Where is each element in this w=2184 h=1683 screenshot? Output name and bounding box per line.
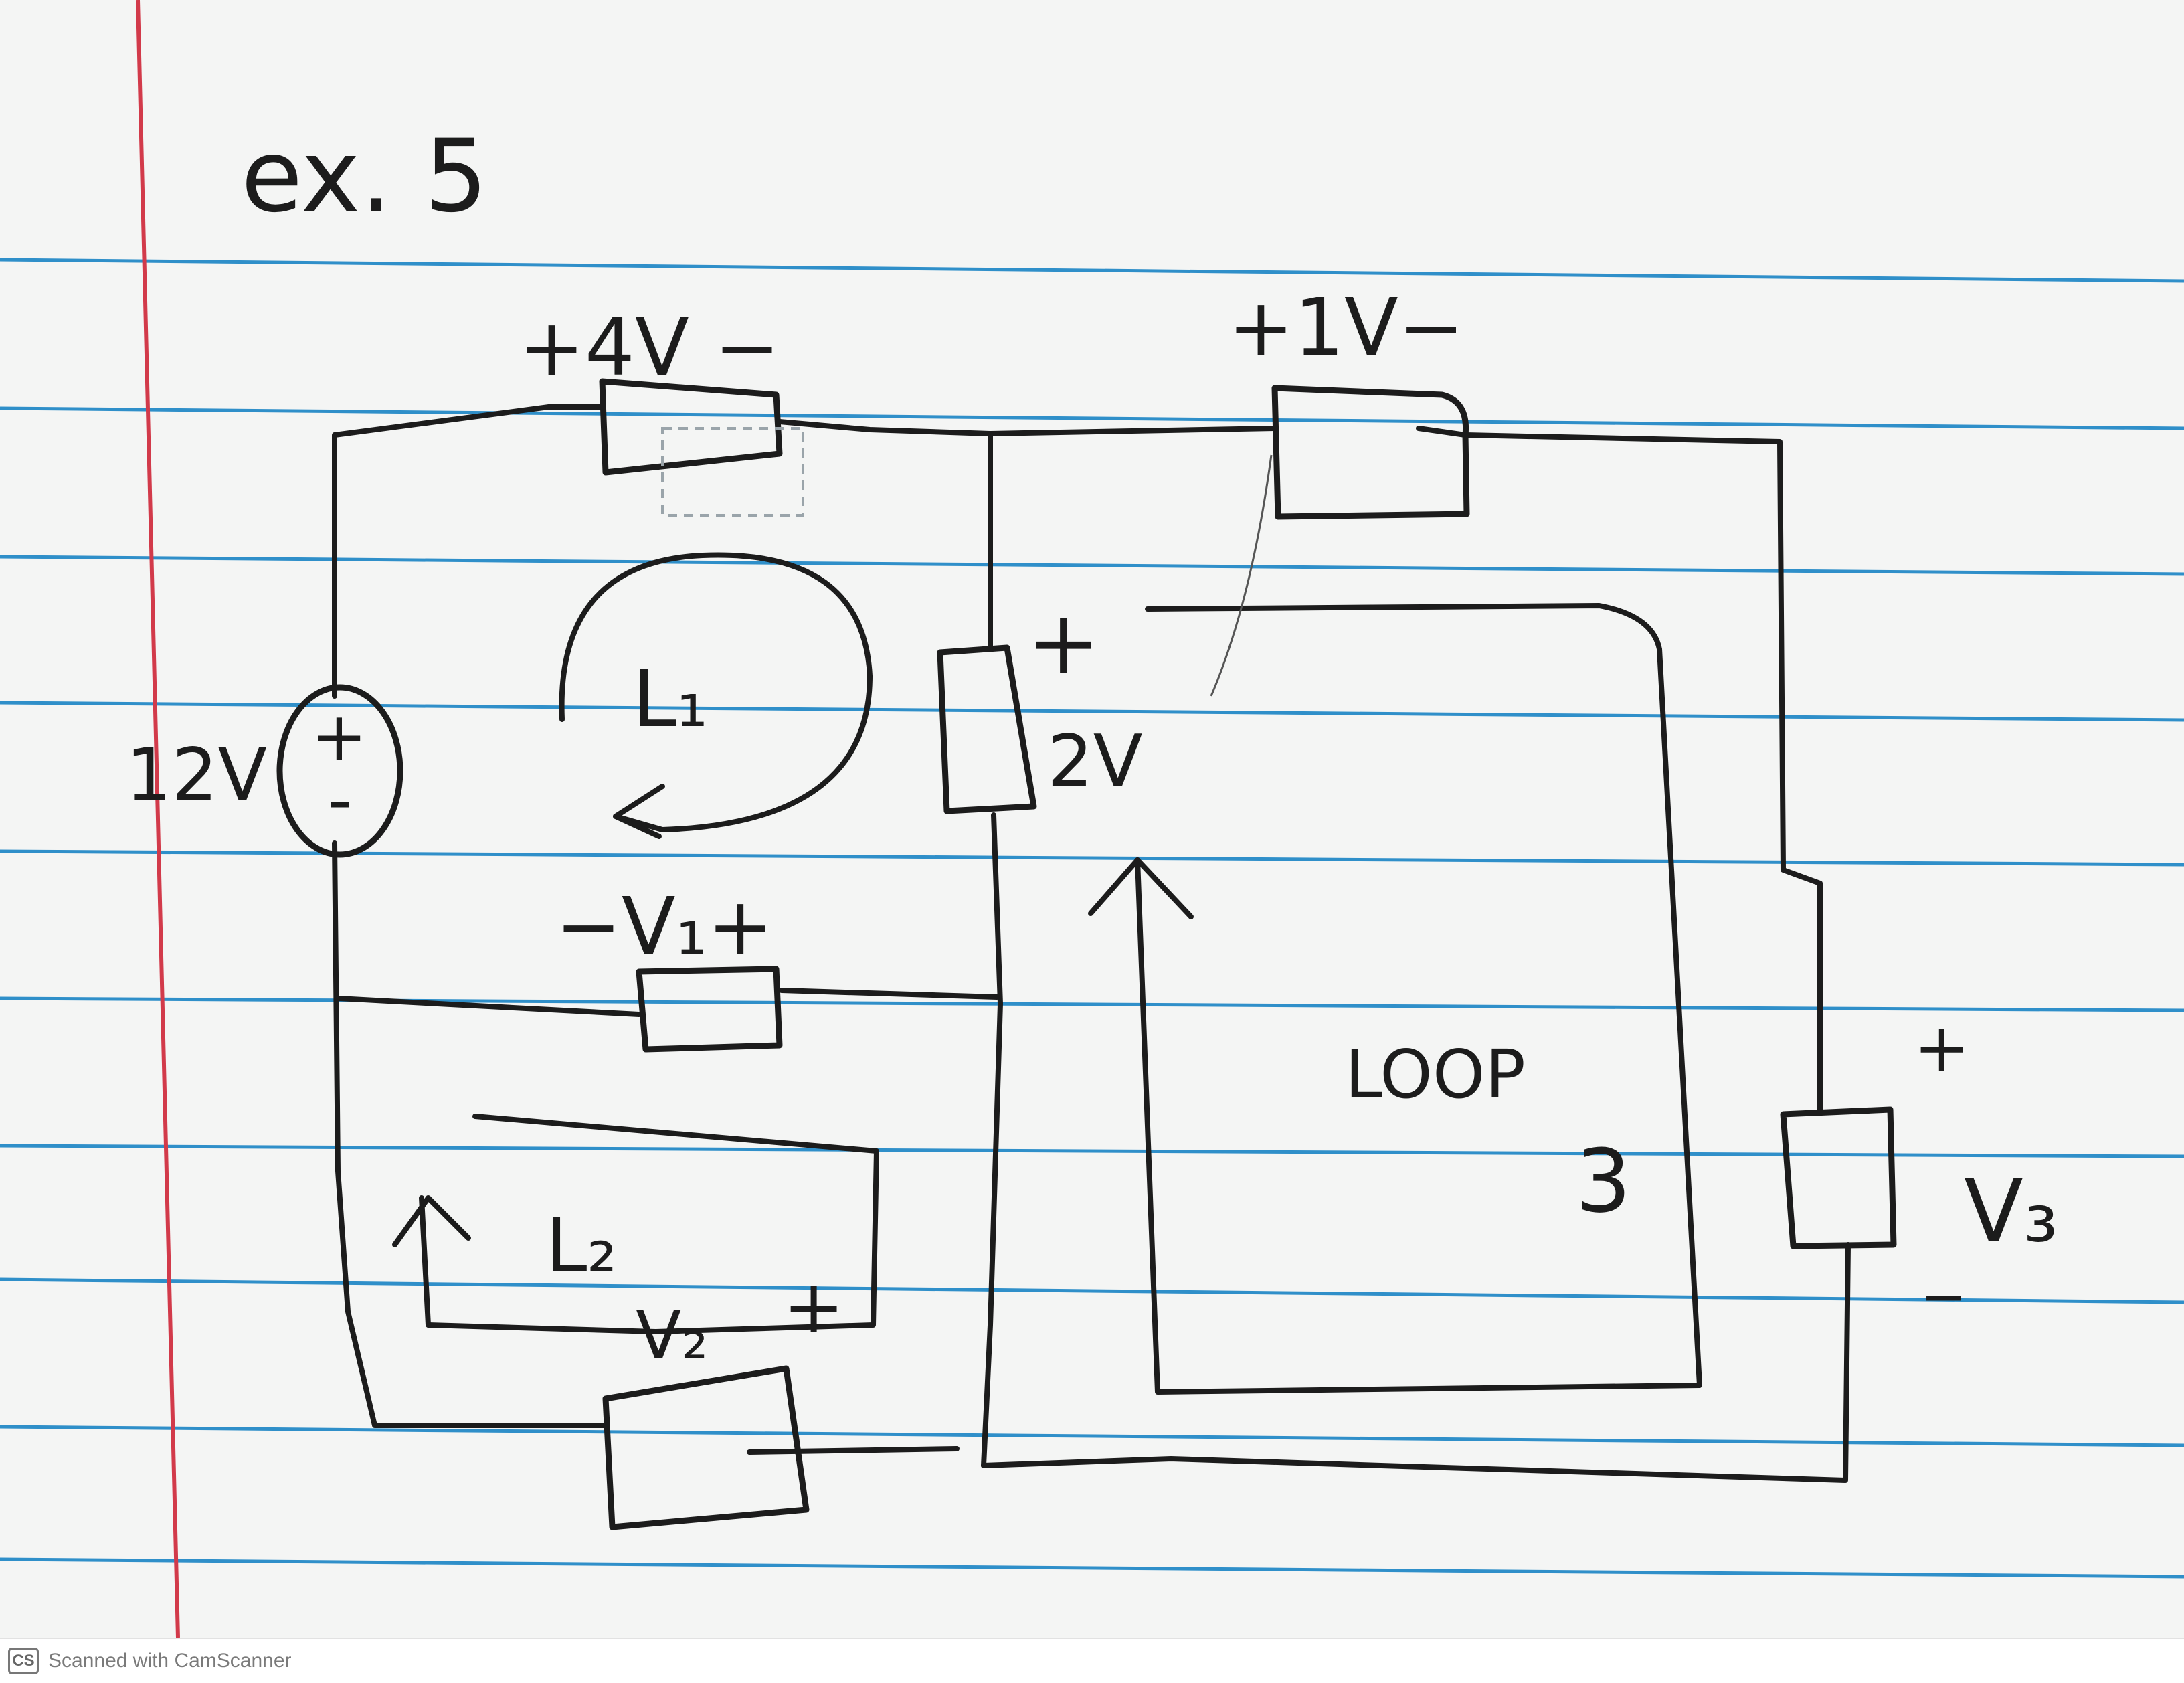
note-title: ex. 5 <box>241 118 488 235</box>
rule-line <box>0 849 2184 867</box>
loop2-arrowhead <box>392 1195 471 1247</box>
wire-bottom-left <box>747 1446 960 1455</box>
wire-middle-horizontal <box>335 996 642 1017</box>
rule-line <box>0 1277 2184 1304</box>
resistor-v2 <box>602 1365 810 1530</box>
wire-bottom-right <box>981 1242 1851 1483</box>
pencil-stroke <box>1210 454 1273 697</box>
rule-line <box>0 1144 2184 1158</box>
wires <box>332 404 1851 1483</box>
label-loop3-word: LOOP <box>1345 1035 1526 1114</box>
label-loop3-num: 3 <box>1576 1130 1631 1232</box>
source-plus: + <box>311 697 367 776</box>
label-2v-plus: + <box>1027 592 1100 693</box>
wire-center-lower <box>981 812 1003 1468</box>
resistor-1v <box>1271 385 1470 520</box>
wire-1v-right-lead <box>1416 426 1468 438</box>
rule-line <box>0 701 2184 722</box>
loop1-arrow <box>559 552 873 832</box>
loop-arrows <box>392 454 1702 1395</box>
label-v3-plus: + <box>1914 1008 1970 1087</box>
resistor-v1 <box>636 966 783 1053</box>
wire-middle-horizontal-right <box>779 988 1000 1000</box>
rule-line <box>0 1425 2184 1447</box>
scanner-footer: CS Scanned with CamScanner <box>0 1638 2184 1683</box>
footer-text: Scanned with CamScanner <box>48 1650 292 1672</box>
wire-left-vertical <box>332 840 608 1428</box>
margin-line <box>136 0 180 1639</box>
notebook-paper <box>0 0 2184 1638</box>
rule-line <box>0 1557 2184 1579</box>
loop3-arrow <box>1135 603 1702 1395</box>
label-v3-minus: _ <box>1926 1223 1961 1301</box>
label-loop2: L₂ <box>545 1203 617 1290</box>
loop2-arrow <box>419 1114 879 1334</box>
wire-top-right <box>1463 432 1823 1114</box>
label-v3: V₃ <box>1964 1160 2058 1262</box>
voltage-source-12v <box>276 684 403 858</box>
label-v1: −V₁+ <box>555 880 774 972</box>
source-minus: - <box>328 761 352 839</box>
loop3-arrowhead <box>1088 857 1194 919</box>
resistor-4v-ghost <box>661 427 804 517</box>
wire-top-left <box>332 404 605 699</box>
wire-top-mid <box>777 419 1277 436</box>
label-4v: +4V − <box>519 301 780 393</box>
loop1-arrowhead <box>613 784 665 839</box>
rule-line <box>0 258 2184 283</box>
resistor-2v <box>937 644 1037 814</box>
label-v2-plus: + <box>783 1263 844 1349</box>
resistor-4v <box>599 378 804 517</box>
rule-line <box>0 406 2184 430</box>
camscanner-logo: CS <box>8 1648 39 1674</box>
label-2v: 2V <box>1047 720 1143 804</box>
label-loop1: L₁ <box>632 652 708 745</box>
resistor-v3 <box>1780 1106 1897 1249</box>
ruled-lines <box>0 258 2184 1579</box>
label-1v: +1V− <box>1228 281 1465 373</box>
label-12v: 12V <box>126 733 267 817</box>
label-v2: V₂ <box>636 1296 709 1375</box>
rule-line <box>0 555 2184 576</box>
